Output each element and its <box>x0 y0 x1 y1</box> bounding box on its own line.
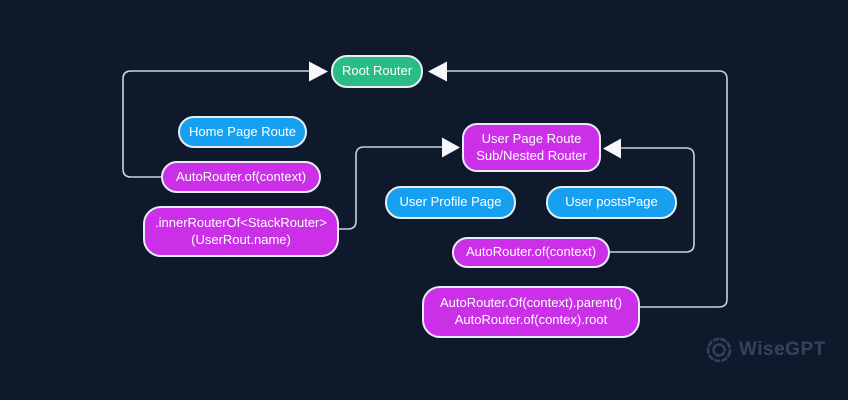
watermark: WiseGPT <box>704 335 826 365</box>
connector-parent-root-to-root-router <box>447 70 728 308</box>
node-autorouter-parent-root-line2: AutoRouter.of(contex).root <box>454 312 608 327</box>
arrowhead-user-page-route-right-icon <box>603 138 621 159</box>
node-user-page-route: User Page Route Sub/Nested Router <box>462 123 601 172</box>
node-user-posts-page-label: User postsPage <box>565 194 658 210</box>
connector-nested-autorouter-to-user-page-route <box>610 147 695 253</box>
node-inner-router-of: .innerRouterOf<StackRouter> (UserRout.na… <box>143 206 339 257</box>
node-user-profile-page-label: User Profile Page <box>399 194 502 210</box>
node-home-page-route: Home Page Route <box>178 116 307 148</box>
node-user-posts-page: User postsPage <box>546 186 677 219</box>
node-inner-router-of-line1: .innerRouterOf<StackRouter> <box>155 214 327 230</box>
arrowhead-root-router-left-icon <box>309 61 328 82</box>
node-autorouter-parent-root-line1: AutoRouter.Of(context).parent() <box>439 295 623 311</box>
node-user-profile-page: User Profile Page <box>385 186 516 219</box>
node-autorouter-of-context-nested-label: AutoRouter.of(context) <box>465 244 597 260</box>
node-autorouter-of-context-root-label: AutoRouter.of(context) <box>175 168 307 184</box>
node-user-page-route-line2: Sub/Nested Router <box>476 147 587 163</box>
arrowhead-root-router-right-icon <box>428 61 447 82</box>
node-autorouter-of-context-nested: AutoRouter.of(context) <box>452 237 610 268</box>
node-inner-router-of-line2: (UserRout.name) <box>191 231 291 247</box>
arrowhead-user-page-route-left-icon <box>442 137 460 158</box>
node-root-router: Root Router <box>331 55 423 88</box>
node-home-page-route-label: Home Page Route <box>189 123 296 139</box>
node-autorouter-parent-root: AutoRouter.Of(context).parent() AutoRout… <box>422 286 640 338</box>
wisegpt-logo-icon <box>706 337 732 363</box>
watermark-brand-label: WiseGPT <box>739 339 826 360</box>
node-autorouter-of-context-root: AutoRouter.of(context) <box>161 161 321 193</box>
node-root-router-label: Root Router <box>341 63 413 79</box>
connector-autorouter-to-root-router <box>122 70 309 178</box>
node-user-page-route-line1: User Page Route <box>481 130 582 146</box>
connector-innerrouter-to-user-page-route <box>338 146 442 230</box>
